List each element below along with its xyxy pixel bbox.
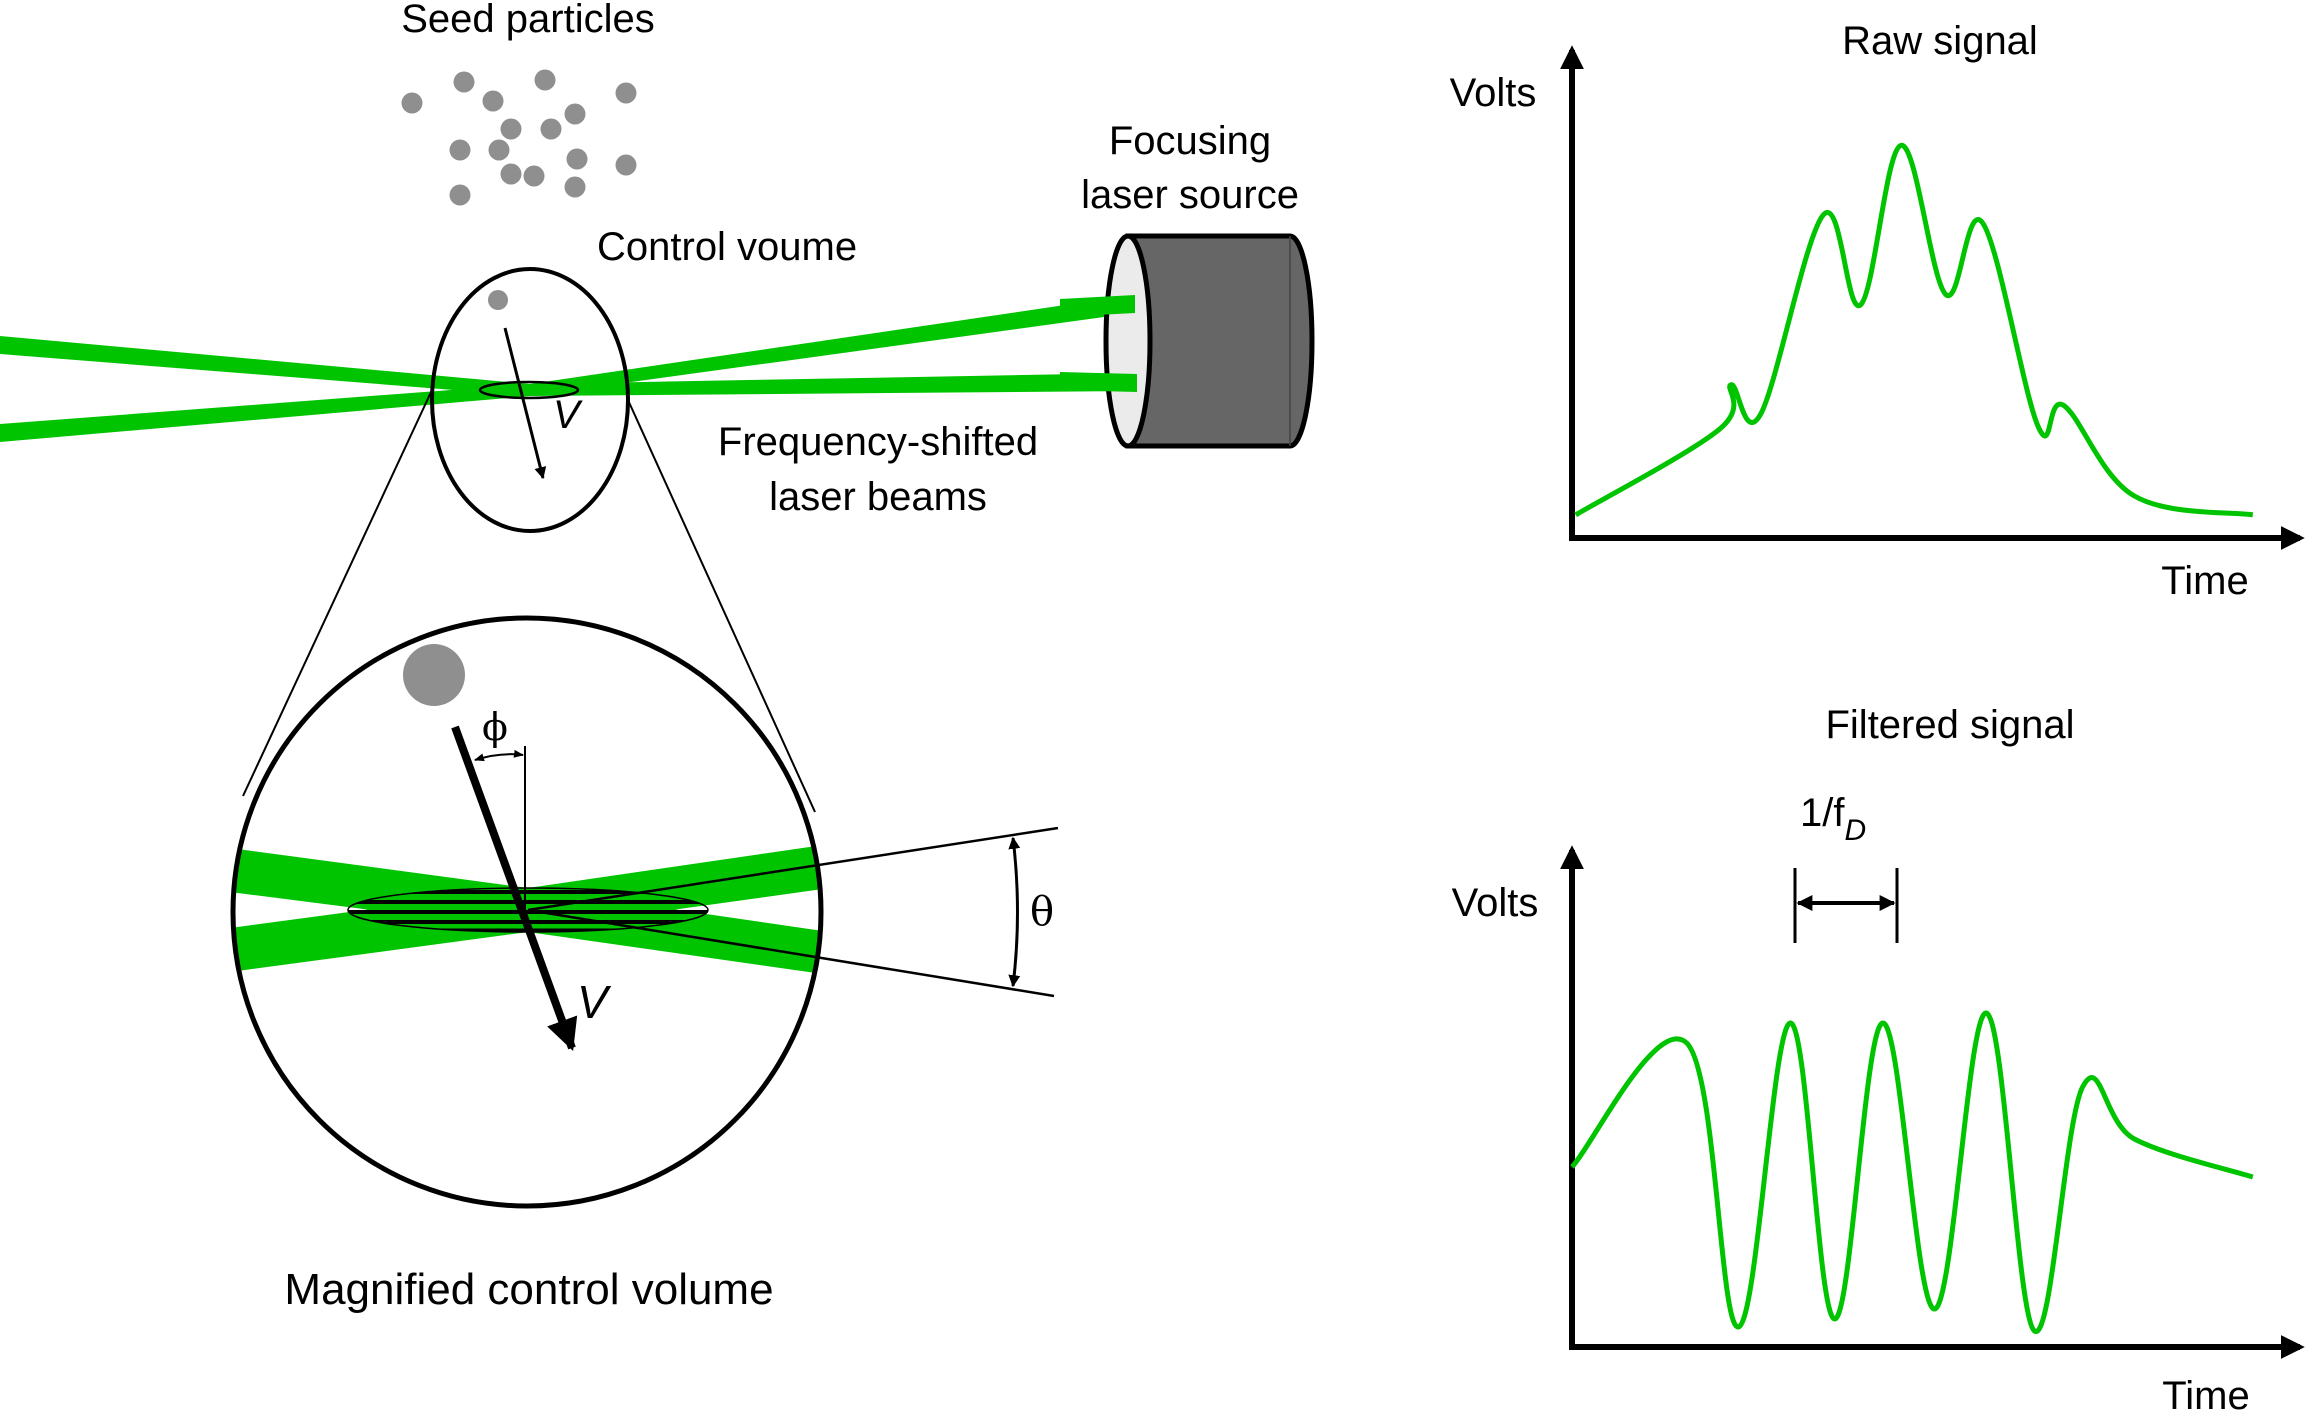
seed-particle (449, 139, 471, 161)
seed-particle (523, 165, 545, 187)
seed-particle (500, 118, 522, 140)
control-volume-label: Control voume (597, 225, 857, 269)
seed-particle (615, 154, 637, 176)
period-label-subscript: D (1844, 814, 1866, 847)
laser-beam-upper (0, 295, 1133, 396)
velocity-arrow-large (451, 725, 578, 1052)
seed-particle (488, 139, 510, 161)
seed-particle-magnified (403, 644, 465, 706)
seed-particle (401, 92, 423, 114)
seed-particles-label: Seed particles (401, 0, 654, 41)
filtered-signal-xlabel: Time (2162, 1374, 2249, 1415)
theta-angle-arc (1008, 836, 1021, 988)
seed-particle (482, 90, 504, 112)
focusing-laser-label-line2: laser source (1081, 173, 1299, 217)
seed-particle (500, 163, 522, 185)
raw-signal-chart: Raw signal Volts Time (1450, 19, 2305, 603)
seed-particle (566, 148, 588, 170)
filtered-signal-chart: Filtered signal Volts Time 1/fD (1452, 703, 2305, 1415)
frequency-shifted-label-line2: laser beams (769, 475, 987, 519)
laser-source-cylinder (1103, 233, 1315, 449)
laser-beam-lower (0, 373, 1135, 442)
period-label: 1/fD (1800, 791, 1866, 847)
raw-signal-xlabel: Time (2161, 559, 2248, 603)
velocity-label-small: V (553, 393, 583, 437)
seed-particle (534, 69, 556, 91)
seed-particle (564, 176, 586, 198)
phi-label: ϕ (482, 705, 508, 749)
probe-volume-ellipse-small (478, 380, 580, 400)
magnify-line-left (242, 389, 433, 797)
phi-angle-arc (474, 749, 524, 762)
velocity-arrow-small (503, 327, 547, 480)
period-annotation: 1/fD (1793, 791, 1899, 943)
filtered-signal-title: Filtered signal (1825, 703, 2074, 747)
magnified-control-volume-circle (230, 615, 824, 1209)
laser-beam-lower-exit (1060, 372, 1137, 392)
period-label-main: 1/f (1800, 791, 1845, 835)
focusing-laser-label-line1: Focusing (1109, 119, 1271, 163)
theta-line-lower (527, 908, 1055, 998)
seed-particle (540, 118, 562, 140)
seed-particle-in-control-volume (488, 290, 508, 310)
raw-signal-line (1574, 142, 2254, 518)
velocity-label-large: V (577, 976, 612, 1028)
seed-particle-cluster (401, 69, 637, 206)
filtered-signal-ylabel: Volts (1452, 881, 1539, 925)
magnified-control-volume-label: Magnified control volume (284, 1265, 773, 1314)
raw-signal-ylabel: Volts (1450, 71, 1537, 115)
theta-label: θ (1030, 889, 1054, 935)
magnify-line-right (627, 399, 816, 813)
frequency-shifted-label-line1: Frequency-shifted (718, 420, 1038, 464)
seed-particle (453, 71, 475, 93)
theta-line-upper (527, 826, 1059, 912)
seed-particle (564, 103, 586, 125)
raw-signal-title: Raw signal (1842, 19, 2038, 63)
laser-beam-upper-exit (1060, 295, 1135, 317)
filtered-signal-line (1570, 1010, 2254, 1334)
seed-particle (449, 184, 471, 206)
laser-beams (0, 295, 1135, 442)
seed-particle (615, 82, 637, 104)
